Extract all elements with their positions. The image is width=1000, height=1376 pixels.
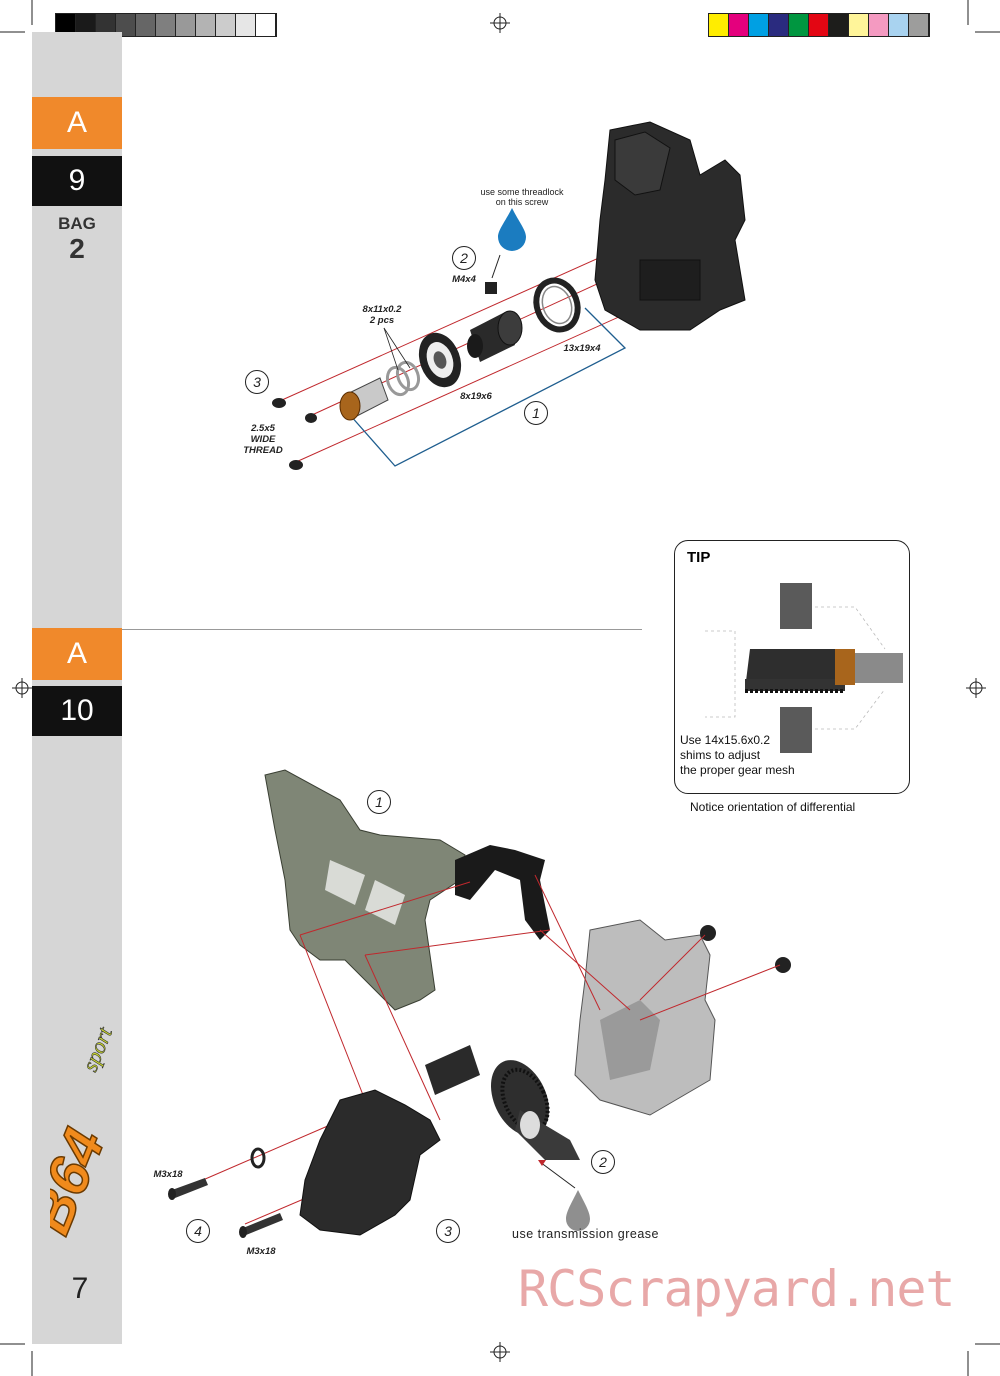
swatch [96,14,116,36]
bag-label: BAG [58,214,96,233]
screw-m3x18-b [239,1213,283,1238]
svg-text:B64: B64 [50,1120,117,1243]
label-m4x4: M4x4 [452,274,476,285]
swatch [196,14,216,36]
swatch [729,14,749,36]
tip-notice: Notice orientation of differential [690,800,856,814]
screw-m3x18-a [168,1178,208,1200]
bearing-13x19x4 [533,277,581,333]
swatch [789,14,809,36]
swatch [849,14,869,36]
nut-right-top [700,925,716,941]
callout-a10-4: 4 [186,1219,210,1243]
swatch [136,14,156,36]
step-a9-letter: A [32,97,122,149]
label-2-5x5-wide-thread: 2.5x5 WIDE THREAD [243,423,283,456]
swatch [236,14,256,36]
greyscale-registration-bar [55,13,277,37]
swatch [156,14,176,36]
swatch [769,14,789,36]
tip-title: TIP [687,549,711,566]
b64-sport-logo: B64 sport [50,1022,118,1243]
swatch [909,14,929,36]
swatch [56,14,76,36]
step-a9-diagram [272,121,746,470]
swatch [709,14,729,36]
differential [425,1045,580,1160]
step-a9-number: 9 [32,156,122,206]
grease-note: use transmission grease [512,1227,659,1241]
shock-tower [264,769,466,1011]
step-a10-letter: A [32,628,122,680]
swatch [829,14,849,36]
swatch [889,14,909,36]
swatch [76,14,96,36]
screw-a9-top [272,398,286,408]
tip-differential-image [705,583,903,753]
shim-8x11 [385,365,411,397]
bag-indicator: BAG 2 [32,214,122,264]
screw-a9-mid [305,413,317,423]
camber-link-bracket [455,845,550,940]
washer [250,1147,266,1169]
swatch [116,14,136,36]
callout-a9-3: 3 [245,370,269,394]
page-number: 7 [71,1272,89,1305]
threadlock-drop-icon [498,208,526,251]
callout-a9-2: 2 [452,246,476,270]
tip-text: Use 14x15.6x0.2 shims to adjust the prop… [680,733,795,777]
callout-a9-1: 1 [524,401,548,425]
swatch [749,14,769,36]
step-a10-number: 10 [32,686,122,736]
gearbox-housing [594,121,746,331]
bearing-8x19x6 [418,332,462,388]
label-13x19x4: 13x19x4 [563,343,601,354]
color-registration-bar [708,13,930,37]
swatch [809,14,829,36]
section-divider [122,629,642,630]
bag-number: 2 [69,233,85,264]
tip-box: TIP Use 14x15.6x0.2 shims to adjust the … [674,540,910,794]
grease-drop-icon [566,1190,590,1231]
bulkhead [299,1089,441,1236]
label-m3x18-a: M3x18 [153,1169,183,1180]
swatch [869,14,889,36]
swatch [176,14,196,36]
step-a10-diagram [168,769,791,1238]
callout-a10-3: 3 [436,1219,460,1243]
threadlock-note: use some threadlock on this screw [480,187,564,207]
label-shim: 8x11x0.2 2 pcs [362,304,402,326]
nut-right [775,957,791,973]
watermark: RCScrapyard.net [518,1260,956,1318]
screw-a9-bottom [289,460,303,470]
setscrew-m4x4 [485,282,497,294]
diff-cup [467,310,523,362]
swatch [256,14,276,36]
pinion-gear [339,377,389,421]
callout-a10-2: 2 [591,1150,615,1174]
label-8x19x6: 8x19x6 [460,391,492,402]
swatch [216,14,236,36]
label-m3x18-b: M3x18 [246,1246,276,1257]
callout-a10-1: 1 [367,790,391,814]
logo-sport-text: sport [77,1023,117,1075]
